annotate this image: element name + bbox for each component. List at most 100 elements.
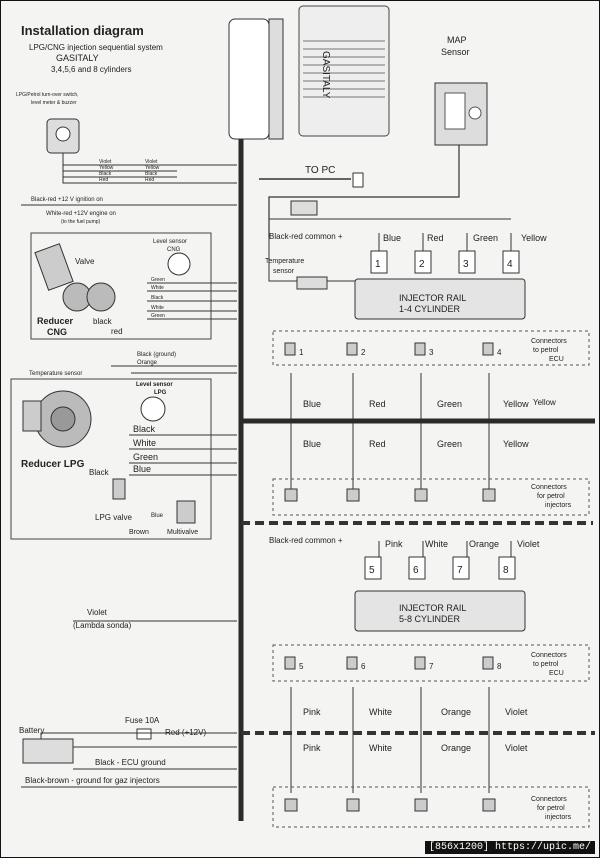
petrol-injector-connectors-5-8 (272, 786, 590, 828)
lpg-wire-label: Green (133, 452, 158, 462)
map-sensor-label-2: Sensor (441, 47, 470, 57)
injector-connector-label-1b: Connectors (531, 796, 567, 803)
cng-wire-label: Green (151, 313, 165, 319)
switch-wire-label: Red (145, 177, 154, 183)
connector-number: 4 (497, 348, 502, 357)
multivalve-brown-label: Brown (129, 529, 149, 536)
battery-label: Battery (19, 726, 44, 735)
connector-number: 6 (361, 662, 366, 671)
injector-7-box (452, 556, 470, 580)
cng-reducer-label-1: Reducer (37, 316, 74, 326)
connector-number: 5 (299, 662, 304, 671)
connector-number: 2 (361, 348, 366, 357)
engine-wire-label-2: (to the fuel pump) (61, 219, 101, 225)
wire-color: Red (369, 439, 386, 449)
subtitle-system: LPG/CNG injection sequential system (29, 43, 163, 52)
ecu-connector-label-3b: ECU (549, 670, 564, 677)
rail2-common-label: Black-red common + (269, 536, 343, 545)
ignition-wire-label: Black-red +12 V ignition on (31, 197, 103, 203)
lpg-reducer-label: Reducer LPG (21, 459, 85, 470)
orange-wire-label: Orange (137, 360, 158, 366)
ecu-ground-label: Black - ECU ground (95, 758, 166, 767)
injector-wire-color: White (425, 539, 448, 549)
injector-number: 3 (463, 259, 469, 270)
switch-wire-label: Black (145, 171, 158, 177)
wire-color: Yellow (503, 439, 529, 449)
injector-connector (414, 488, 428, 502)
fuse-icon (136, 728, 152, 740)
injector-connector-label-2: for petrol (537, 493, 565, 500)
petrol-ecu-connectors-1-4 (272, 330, 590, 366)
ecu-unit: GASITALY (228, 5, 390, 140)
ecu-connector (414, 656, 426, 670)
injector-rail-1-4 (354, 278, 526, 320)
lpg-temp-sensor-label: Temperature sensor (29, 371, 82, 377)
lpg-wire-label: Blue (133, 464, 151, 474)
wire-color: White (369, 743, 392, 753)
wire-color: Green (437, 399, 462, 409)
lpg-wire-label: Black (133, 424, 156, 434)
wire-color: Green (437, 439, 462, 449)
rail1-right-color: Yellow (533, 398, 556, 407)
cng-valve-label: Valve (75, 257, 95, 266)
cng-group-box (30, 232, 212, 340)
temp-sensor-label-2: sensor (273, 268, 295, 275)
multivalve-blue-label: Blue (151, 513, 164, 519)
wire-color: Orange (441, 743, 471, 753)
temp-sensor-label-1: Temperature (265, 258, 304, 265)
injector-connector-label-3: injectors (545, 502, 572, 509)
cng-level-sensor-label-2: CNG (167, 247, 181, 253)
ecu-connector-label-3: ECU (549, 356, 564, 363)
fuse-label: Fuse 10A (125, 716, 160, 725)
injector-connector (346, 798, 360, 812)
injector-number: 4 (507, 259, 513, 270)
lpg-level-sensor-label: Level sensor (136, 382, 173, 388)
connector-number: 1 (299, 348, 304, 357)
diagram-title: Installation diagram (21, 23, 144, 38)
injector-8-box (498, 556, 516, 580)
cng-wire-label: Black (151, 295, 164, 301)
injector-6-box (408, 556, 426, 580)
ecu-connector-label-2b: to petrol (533, 661, 559, 668)
lpg-reducer (22, 390, 92, 448)
cng-sensor-wires: Green White Black White Green (147, 277, 237, 320)
connector-number: 3 (429, 348, 434, 357)
injector-connector-label-2b: for petrol (537, 805, 565, 812)
watermark-text: [856x1200] https://upic.me/ (424, 841, 595, 854)
injector-rail-5-8 (354, 590, 526, 632)
switch-wire-label: Yellow (99, 165, 114, 171)
wires-5-8: Pink White Orange Violet Pink White Oran… (290, 687, 528, 793)
injector-connector (284, 798, 298, 812)
multivalve-icon (176, 500, 196, 524)
temp-sensor-icon (296, 276, 328, 290)
injector-connector (482, 488, 496, 502)
cng-reducer-label-2: CNG (47, 327, 67, 337)
injector-connector-label-3b: injectors (545, 814, 572, 821)
connector-number: 8 (497, 662, 502, 671)
map-sensor-label-1: MAP (447, 35, 467, 45)
petrol-injector-connectors-1-4 (272, 478, 590, 516)
lpg-wire-label: White (133, 438, 156, 448)
ecu-connector-label-2: to petrol (533, 347, 559, 354)
subtitle-cylinders: 3,4,5,6 and 8 cylinders (51, 65, 132, 74)
to-pc-label: TO PC (305, 165, 335, 176)
rail2-injectors: 5 6 7 8 Pink White Orange Violet (364, 539, 540, 580)
switch-label-1: LPG/Petrol turn-over switch, (16, 92, 79, 98)
switch-wire-label: Red (99, 177, 108, 183)
wire-color: Violet (505, 743, 528, 753)
cng-wire-label: Green (151, 277, 165, 283)
multivalve-label: Multivalve (167, 529, 198, 536)
injector-connector (414, 798, 428, 812)
lpg-valve-black-label: Black (89, 468, 110, 477)
switch-wire-label: Violet (145, 159, 158, 165)
injector-number: 6 (413, 565, 419, 576)
petrol-ecu-connectors-5-8 (272, 644, 590, 682)
ecu-connector-label-1b: Connectors (531, 652, 567, 659)
injector-wire-color: Blue (383, 233, 401, 243)
injector-connector (284, 488, 298, 502)
injector-wire-color: Pink (385, 539, 403, 549)
cng-wire-label: White (151, 305, 164, 311)
rail1-title: INJECTOR RAIL (399, 293, 466, 303)
